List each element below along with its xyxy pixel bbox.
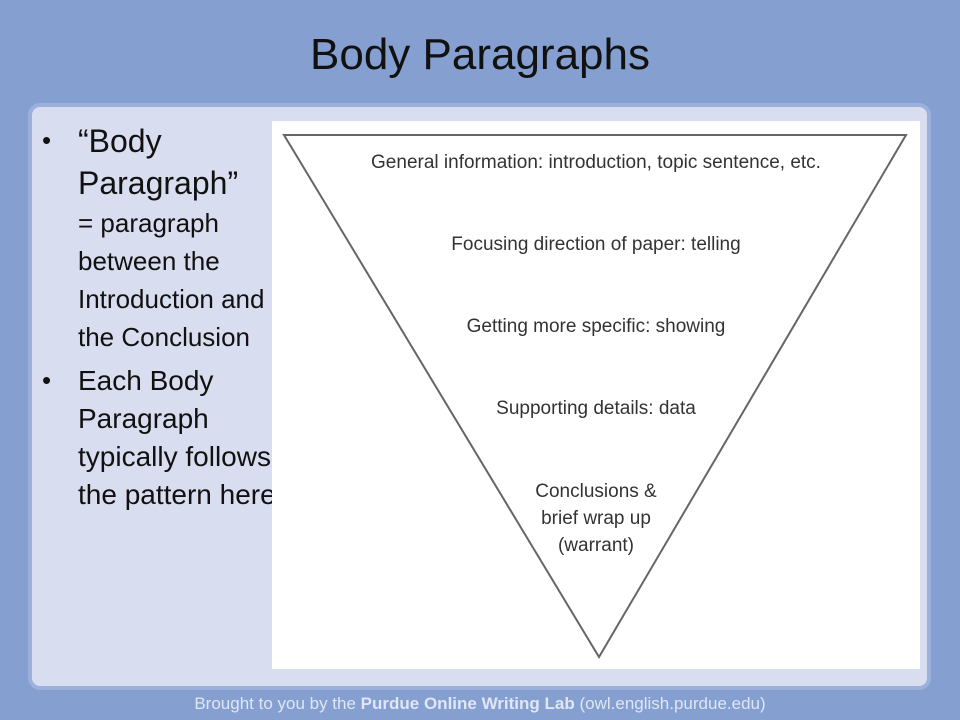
triangle-outline <box>282 134 908 659</box>
bullet-icon: • <box>42 125 52 155</box>
pyramid-figure: General information: introduction, topic… <box>272 121 920 669</box>
footer-suffix: (owl.english.purdue.edu) <box>574 694 766 713</box>
bullet-text: Each Body Paragraph typically follows th… <box>78 365 276 510</box>
footer-credit: Brought to you by the Purdue Online Writ… <box>0 694 960 714</box>
footer-prefix: Brought to you by the <box>194 694 361 713</box>
level-4-label: Supporting details: data <box>496 398 696 419</box>
level-3-label: Getting more specific: showing <box>466 316 726 337</box>
bullet-term: “Body Paragraph” <box>78 123 239 201</box>
level-1-label: General information: introduction, topic… <box>371 152 821 173</box>
bullet-list: • “Body Paragraph” = paragraph between t… <box>38 120 278 520</box>
inverted-triangle <box>282 134 908 659</box>
bullet-definition: = paragraph between the Introduction and… <box>78 208 265 352</box>
level-2-label: Focusing direction of paper: telling <box>451 234 741 255</box>
bullet-item: • “Body Paragraph” = paragraph between t… <box>38 120 278 356</box>
footer-brand: Purdue Online Writing Lab <box>360 694 575 713</box>
level-5-label: Conclusions & brief wrap up (warrant) <box>535 481 657 556</box>
slide-title: Body Paragraphs <box>310 30 650 79</box>
bullet-icon: • <box>42 365 52 395</box>
bullet-item: • Each Body Paragraph typically follows … <box>38 362 278 514</box>
